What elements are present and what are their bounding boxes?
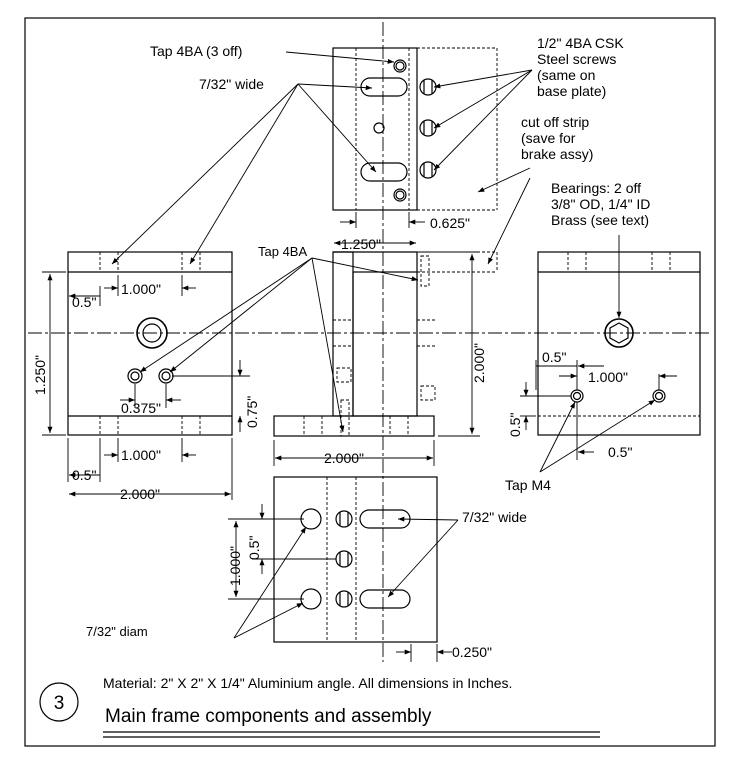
label-bearings-2: 3/8" OD, 1/4" ID — [551, 196, 650, 212]
dim-2000-mid-vertical: 2.000" — [471, 343, 487, 383]
label-slot-width-bottom: 7/32" wide — [462, 509, 527, 525]
label-csk-4: base plate) — [537, 83, 606, 99]
material-note: Material: 2" X 2" X 1/4" Aluminium angle… — [103, 675, 512, 691]
label-cut-2: (save for — [521, 130, 576, 146]
dimension-lines — [42, 212, 677, 662]
dim-1000-left-bottom: 1.000" — [121, 447, 161, 463]
label-tap-4ba-3off: Tap 4BA (3 off) — [150, 43, 242, 59]
dim-1000-left-top: 1.000" — [121, 281, 161, 297]
dim-05-right-bottom: 0.5" — [608, 444, 632, 460]
dim-2000-left-bottom: 2.000" — [120, 486, 160, 502]
assembly-side-view — [273, 251, 498, 437]
label-csk-3: (same on — [537, 67, 595, 83]
label-bearings-3: Brass (see text) — [551, 212, 649, 228]
label-csk-2: Steel screws — [537, 51, 616, 67]
dim-05-right-top: 0.5" — [542, 349, 566, 365]
dim-05-right-vertical: 0.5" — [507, 413, 523, 437]
dim-05-left-top: 0.5" — [72, 294, 96, 310]
label-slot-width-top: 7/32" wide — [199, 76, 264, 92]
dim-05-left-bottom: 0.5" — [72, 467, 96, 483]
annotation-labels: Tap 4BA (3 off) 7/32" wide 1/2" 4BA CSK … — [86, 35, 650, 639]
dimension-values: 0.625" 1.250" 1.000" 0.5" 1.250" 0.375" … — [32, 215, 632, 660]
title-block: 3 Material: 2" X 2" X 1/4" Aluminium ang… — [39, 675, 600, 738]
drawing-border — [24, 17, 716, 747]
dim-1000-right: 1.000" — [588, 369, 628, 385]
label-tap-4ba: Tap 4BA — [258, 244, 307, 259]
label-cut-3: brake assy) — [521, 146, 593, 162]
dim-0625: 0.625" — [430, 215, 470, 231]
label-diam: 7/32" diam — [86, 624, 148, 639]
drawing-title: Main frame components and assembly — [105, 706, 432, 727]
left-plate-view — [67, 251, 233, 436]
dim-0250: 0.250" — [452, 644, 492, 660]
base-plate-view — [273, 476, 438, 643]
label-tap-m4: Tap M4 — [505, 477, 551, 493]
dim-05-bottom-vertical: 0.5" — [246, 536, 262, 560]
dim-075: 0.75" — [244, 396, 260, 428]
label-bearings-1: Bearings: 2 off — [551, 180, 641, 196]
dim-1250-top: 1.250" — [341, 236, 381, 252]
top-plate-view — [332, 47, 498, 211]
figure-number-circle — [39, 682, 79, 722]
dim-1000-bottom-vertical: 1.000" — [227, 546, 243, 586]
dim-0375: 0.375" — [121, 400, 161, 416]
label-cut-1: cut off strip — [521, 114, 589, 130]
label-csk-1: 1/2" 4BA CSK — [537, 35, 624, 51]
figure-number: 3 — [54, 693, 65, 714]
dim-1250-left: 1.250" — [32, 355, 48, 395]
leader-lines — [111, 51, 656, 639]
dim-2000-mid-horizontal: 2.000" — [324, 450, 364, 466]
